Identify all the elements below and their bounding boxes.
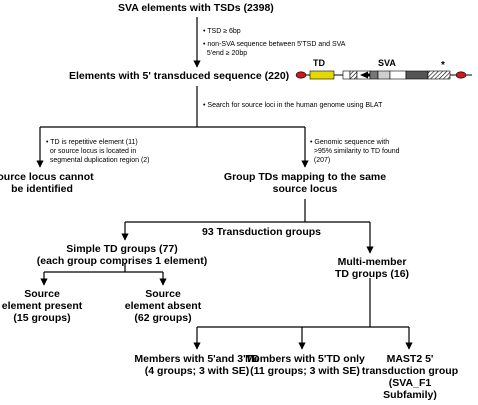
group-step-node: Group TDs mapping to the same source loc… [223,171,387,195]
members-5-only-node: Members with 5'TD only (11 groups; 3 wit… [245,353,365,377]
filter-criterion-tsd: • TSD ≥ 6bp [203,28,241,35]
simple-groups-node: Simple TD groups (77) (each group compri… [36,243,208,267]
root-node: SVA elements with TSDs (2398) [118,2,274,14]
included-note: • Genomic sequence with >95% similarity … [310,139,400,164]
filter-criterion-nonsva: • non-SVA sequence between 5'TSD and SVA… [203,41,346,57]
sva-label: SVA [378,58,396,68]
td-box [309,70,335,80]
star-marker: * [441,60,445,71]
source-absent-node: Source element absent (62 groups) [124,288,202,324]
transduction-groups-label: 93 Transduction groups [200,226,324,238]
transduced-node: Elements with 5' transduced sequence (22… [69,70,290,82]
td-label: TD [313,58,325,68]
multi-groups-node: Multi-member TD groups (16) [334,256,410,280]
mast2-node: MAST2 5' transduction group (SVA_F1 Subf… [361,353,459,401]
tsd-right-marker [455,71,467,79]
sva-arrow-shape [360,71,378,79]
search-step-note: • Search for source loci in the human ge… [203,102,383,109]
no-source-node: Source locus cannot be identified [0,171,94,195]
source-present-node: Source element present (15 groups) [1,288,83,324]
members-5-3-node: Members with 5'and 3'TD (4 groups; 3 wit… [134,353,260,377]
sva-schematic [295,70,472,80]
tsd-left-marker [295,71,307,79]
excluded-note: • TD is repetitive element (11) or sourc… [46,139,150,164]
